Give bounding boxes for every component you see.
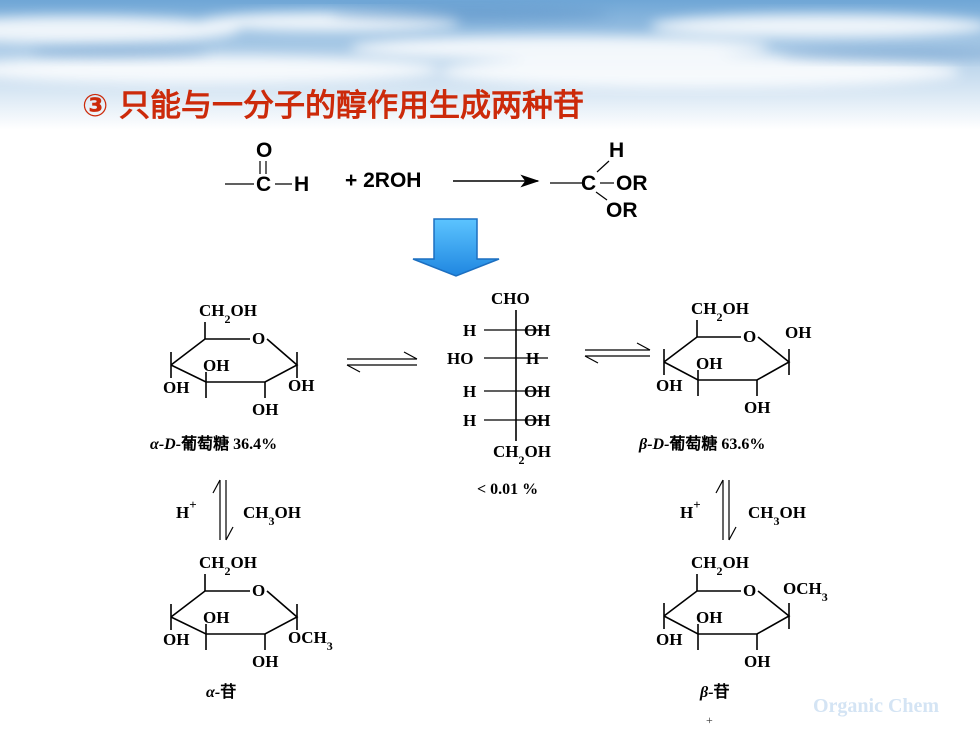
- fischer-row2-left: HO: [447, 349, 473, 368]
- alpha-glucose: CH2OH O OH OH OH OH α-D-葡萄糖 36.4%: [150, 301, 314, 453]
- beta-label-percent: 63.6%: [717, 436, 765, 453]
- alpha-oh-inner: OH: [203, 356, 229, 375]
- top-reaction: O C H + 2ROH C H OR OR: [225, 139, 648, 222]
- beta-oh-anomeric: OH: [785, 323, 811, 342]
- fischer-row4-left: H: [463, 411, 476, 430]
- right-acid: H+: [680, 497, 701, 522]
- fischer-row1-right: OH: [524, 321, 550, 340]
- right-reagent: CH3OH: [748, 503, 806, 528]
- left-acid: H+: [176, 497, 197, 522]
- slide-title: ③ 只能与一分子的醇作用生成两种苷: [82, 80, 584, 125]
- sky-banner: [0, 0, 980, 130]
- fischer-cho: CHO: [491, 289, 530, 308]
- fischer-row1-left: H: [463, 321, 476, 340]
- alpha-glycoside-ring-oxygen: O: [252, 581, 265, 600]
- acetal-or-1: OR: [616, 172, 648, 195]
- acetal-hydrogen: H: [609, 139, 624, 162]
- open-chain-glucose: CHO H OH HO H H OH H OH CH2OH < 0.01 %: [447, 289, 551, 498]
- reagent-2roh: + 2ROH: [345, 169, 421, 192]
- alpha-ring-oxygen: O: [252, 329, 265, 348]
- equilibrium-arrow-icon: [584, 342, 651, 364]
- fischer-row3-right: OH: [524, 382, 550, 401]
- down-arrow-icon: [412, 218, 500, 277]
- beta-glycoside-ring-oxygen: O: [743, 581, 756, 600]
- open-chain-percent: < 0.01 %: [477, 481, 538, 498]
- aldehyde-oxygen: O: [256, 139, 272, 162]
- beta-glycoside-oh-inner: OH: [696, 608, 722, 627]
- beta-glycoside-och3: OCH3: [783, 579, 828, 604]
- alpha-label-greek: α-D-: [150, 436, 181, 453]
- acetal-carbon: C: [581, 172, 596, 195]
- beta-ring-oxygen: O: [743, 327, 756, 346]
- alpha-oh-left: OH: [163, 378, 189, 397]
- beta-label-greek: β-D-: [638, 436, 669, 453]
- beta-glucose: CH2OH O OH OH OH OH β-D-葡萄糖 63.6%: [638, 299, 811, 453]
- aldehyde-carbon: C: [256, 173, 271, 196]
- alpha-label-name: 葡萄糖: [180, 434, 229, 453]
- alpha-glycoside: CH2OH O OH OH OCH3 OH α-苷: [163, 553, 333, 701]
- beta-glycoside-label: β-苷: [699, 682, 730, 701]
- beta-glycoside-oh-left: OH: [656, 630, 682, 649]
- equilibrium-arrow-icon: [346, 351, 418, 373]
- left-reagent: CH3OH: [243, 503, 301, 528]
- aldehyde-hydrogen: H: [294, 173, 309, 196]
- left-conversion: H+ CH3OH: [176, 479, 301, 541]
- fischer-row3-left: H: [463, 382, 476, 401]
- title-text: 只能与一分子的醇作用生成两种苷: [119, 88, 585, 124]
- alpha-glycoside-ch2oh: CH2OH: [199, 553, 257, 578]
- alpha-glycoside-oh-inner: OH: [203, 608, 229, 627]
- beta-glycoside-oh-bottom: OH: [744, 652, 770, 671]
- alpha-ch2oh: CH2OH: [199, 301, 257, 326]
- beta-label-name: 葡萄糖: [668, 434, 717, 453]
- beta-glucose-label: β-D-葡萄糖 63.6%: [638, 434, 765, 453]
- beta-oh-left: OH: [656, 376, 682, 395]
- right-conversion: H+ CH3OH: [680, 479, 806, 541]
- equilibrium-arrow-icon: [715, 479, 737, 541]
- alpha-oh-bottom: OH: [252, 400, 278, 419]
- equilibrium-arrow-icon: [212, 479, 234, 541]
- title-number: ③: [82, 88, 109, 124]
- alpha-glycoside-label: α-苷: [206, 682, 236, 701]
- beta-glycoside: CH2OH O OCH3 OH OH OH β-苷: [656, 553, 828, 701]
- fischer-row4-right: OH: [524, 411, 550, 430]
- watermark: Organic Chem: [813, 695, 940, 717]
- alpha-glycoside-oh-bottom: OH: [252, 652, 278, 671]
- beta-oh-bottom: OH: [744, 398, 770, 417]
- alpha-oh-right: OH: [288, 376, 314, 395]
- beta-glycoside-ch2oh: CH2OH: [691, 553, 749, 578]
- footer-plus: +: [706, 713, 713, 727]
- fischer-row2-right: H: [526, 349, 539, 368]
- beta-ch2oh: CH2OH: [691, 299, 749, 324]
- fischer-ch2oh: CH2OH: [493, 442, 551, 467]
- alpha-glycoside-oh-left: OH: [163, 630, 189, 649]
- alpha-label-percent: 36.4%: [229, 436, 277, 453]
- alpha-glycoside-och3: OCH3: [288, 628, 333, 653]
- alpha-glucose-label: α-D-葡萄糖 36.4%: [150, 434, 277, 453]
- acetal-or-2: OR: [606, 199, 638, 222]
- beta-oh-inner: OH: [696, 354, 722, 373]
